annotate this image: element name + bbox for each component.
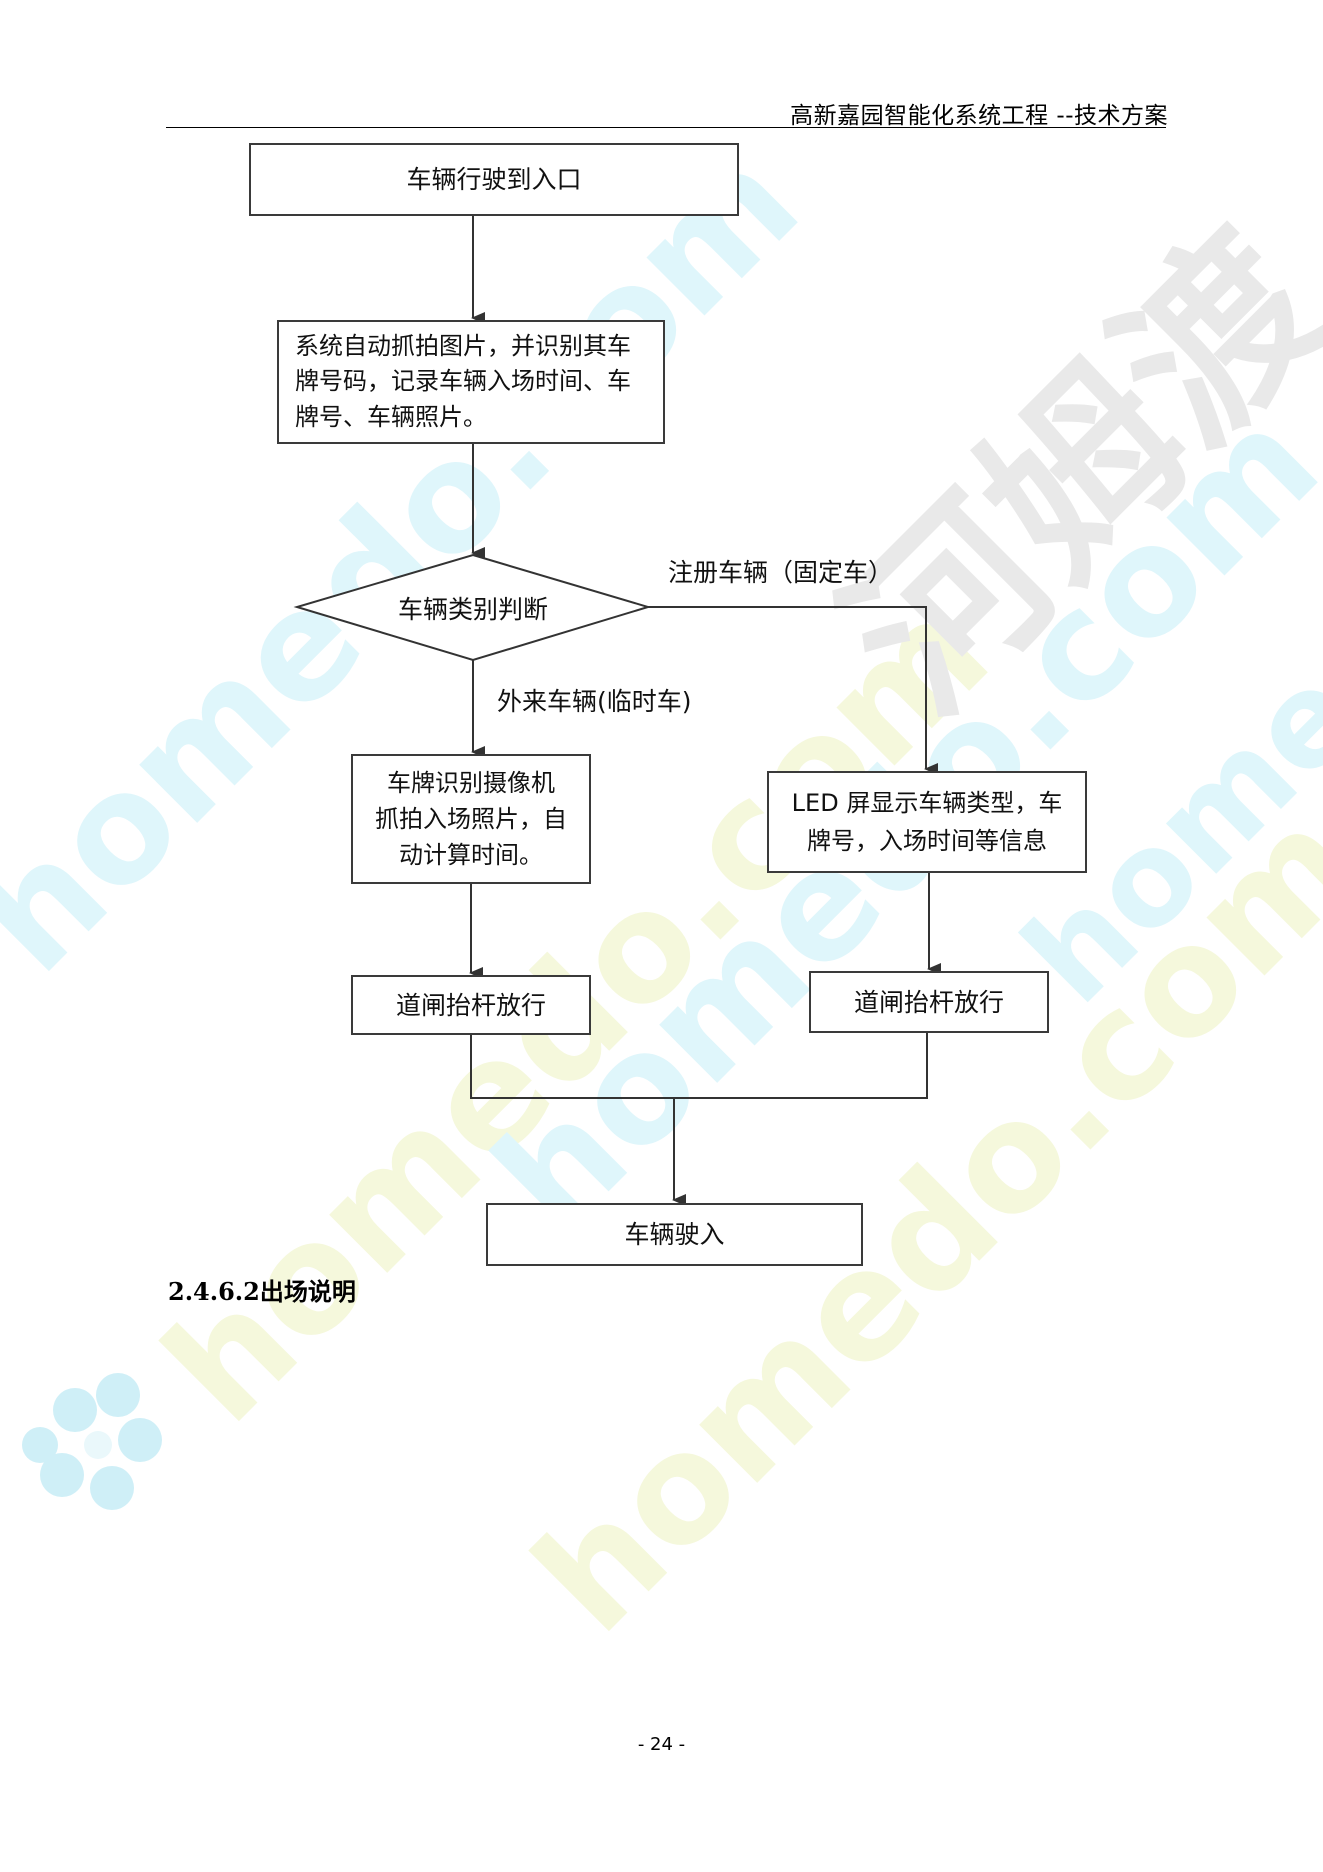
registered-process-node: LED 屏显示车辆类型，车 牌号，入场时间等信息: [767, 771, 1087, 873]
page-number: - 24 -: [637, 1734, 686, 1755]
branch-registered-label: 注册车辆（固定车）: [668, 558, 894, 587]
capture-line-1: 系统自动抓拍图片，并识别其车: [295, 332, 631, 361]
decision-label: 车辆类别判断: [397, 595, 548, 624]
merge-line: [470, 1033, 928, 1099]
temporary-process-node: 车牌识别摄像机 抓拍入场照片，自 动计算时间。: [351, 754, 591, 884]
registered-line-1: LED 屏显示车辆类型，车: [791, 788, 1063, 817]
temporary-line-1: 车牌识别摄像机: [387, 769, 555, 797]
branch-temporary-label: 外来车辆(临时车): [497, 687, 692, 716]
temporary-line-2: 抓拍入场照片，自: [375, 805, 567, 833]
header-rule: [166, 127, 1166, 128]
capture-node: 系统自动抓拍图片，并识别其车 牌号码，记录车辆入场时间、车 牌号、车辆照片。: [277, 320, 665, 444]
start-node: 车辆行驶到入口: [249, 143, 739, 216]
capture-line-3: 牌号、车辆照片。: [295, 402, 487, 431]
end-node: 车辆驶入: [486, 1203, 863, 1266]
decision-diamond: [293, 553, 652, 662]
gate-right-label: 道闸抬杆放行: [853, 987, 1004, 1017]
temporary-line-3: 动计算时间。: [399, 841, 543, 869]
running-header: 高新嘉园智能化系统工程 --技术方案: [790, 103, 1168, 129]
arrow-decision-to-registered: [648, 606, 938, 775]
gate-right-node: 道闸抬杆放行: [809, 971, 1049, 1033]
section-heading: 2.4.6.2出场说明: [168, 1277, 356, 1306]
start-node-label: 车辆行驶到入口: [406, 165, 582, 194]
registered-line-2: 牌号，入场时间等信息: [807, 827, 1047, 855]
gate-left-label: 道闸抬杆放行: [395, 990, 546, 1020]
gate-left-node: 道闸抬杆放行: [351, 975, 591, 1035]
end-node-label: 车辆驶入: [624, 1220, 725, 1249]
capture-line-2: 牌号码，记录车辆入场时间、车: [295, 367, 631, 396]
